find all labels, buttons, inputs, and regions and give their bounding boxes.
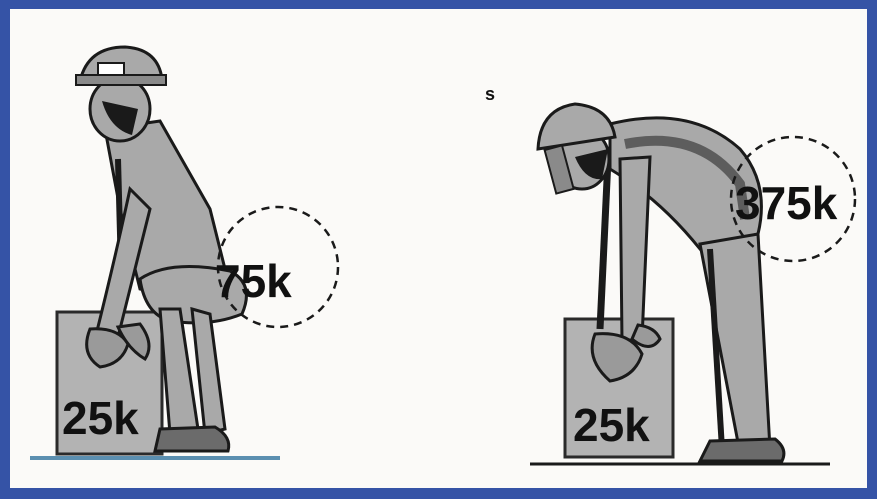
spine-load-label-left: 75k (215, 255, 292, 307)
lifting-diagram: 75k 25k (10, 9, 867, 488)
shin-left (160, 309, 198, 434)
incorrect-lift-figure: s 375k 25k (485, 84, 855, 464)
box-weight-label-left: 25k (62, 392, 139, 444)
figure-marker: s (485, 84, 495, 104)
shoe-right (700, 439, 784, 461)
shoe-left (155, 427, 229, 451)
illustration-panel: 75k 25k (10, 9, 867, 488)
arm-right (620, 157, 650, 341)
box-weight-label-right: 25k (573, 399, 650, 451)
correct-lift-figure: 75k 25k (30, 47, 338, 458)
spine-load-label-right: 375k (735, 177, 838, 229)
